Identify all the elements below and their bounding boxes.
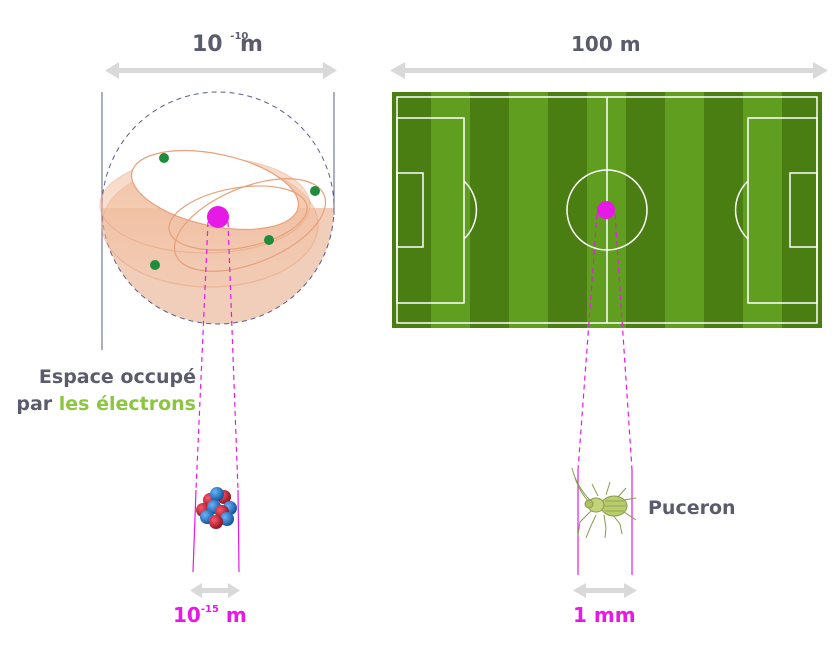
aphid-size-arrow bbox=[573, 583, 637, 598]
nucleus-size-label: 10-15 m bbox=[173, 603, 247, 627]
electron bbox=[310, 186, 320, 196]
nucleus-size-base: 10 bbox=[173, 603, 201, 627]
electron-space-prefix: par bbox=[16, 393, 58, 415]
atom bbox=[100, 92, 338, 350]
aphid-size-label: 1 mm bbox=[573, 603, 636, 627]
atom-width-exponent: -10 bbox=[230, 31, 248, 42]
field-width-arrow bbox=[390, 62, 828, 79]
field-center-dot bbox=[597, 201, 615, 219]
atom-width-label: 10 -10 m bbox=[192, 32, 263, 57]
electron-space-highlight: les électrons bbox=[59, 393, 196, 415]
nucleus-size-unit: m bbox=[226, 603, 247, 627]
nucleus-dot bbox=[207, 206, 229, 228]
electron-space-line2: par les électrons bbox=[16, 391, 196, 418]
electron-space-line1: Espace occupé bbox=[16, 364, 196, 391]
nucleus-size-exponent: -15 bbox=[201, 604, 219, 615]
football-field bbox=[392, 92, 822, 328]
atom-width-base: 10 bbox=[192, 32, 223, 57]
electron bbox=[159, 153, 169, 163]
atom-width-arrow bbox=[105, 62, 337, 79]
nucleus-size-arrow bbox=[190, 583, 240, 598]
electron bbox=[264, 235, 274, 245]
electron-space-label: Espace occupé par les électrons bbox=[16, 364, 196, 418]
nucleus bbox=[196, 487, 237, 529]
aphid-label: Puceron bbox=[648, 497, 736, 519]
field-width-label: 100 m bbox=[571, 32, 641, 56]
electron bbox=[150, 260, 160, 270]
aphid-illustration bbox=[572, 468, 636, 538]
